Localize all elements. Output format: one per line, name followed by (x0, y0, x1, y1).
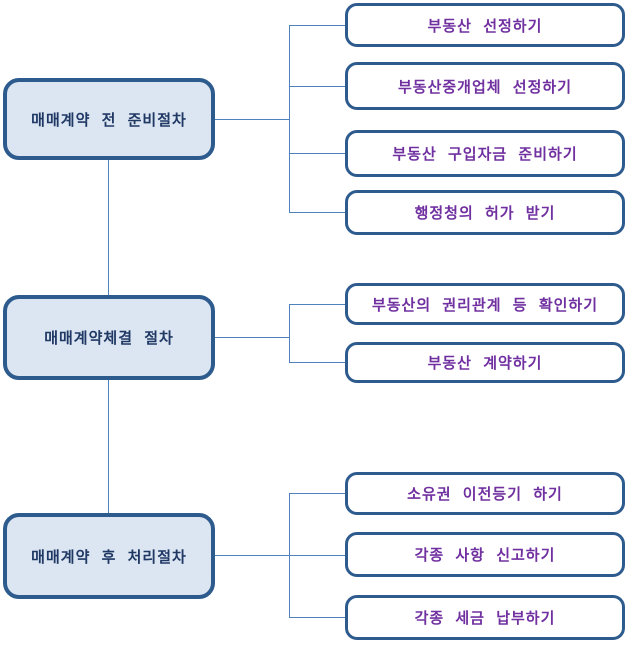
step-box-transfer-registration: 소유권 이전등기 하기 (345, 472, 625, 515)
step-label: 부동산중개업체 선정하기 (397, 77, 573, 96)
step-label: 부동산 선정하기 (427, 16, 543, 35)
connector-group1-spine (289, 25, 290, 213)
connector-group2-branch1 (289, 304, 345, 305)
step-box-select-agency: 부동산중개업체 선정하기 (345, 62, 625, 110)
step-box-report-matters: 각종 사항 신고하기 (345, 532, 625, 577)
connector-stage2-stage3 (108, 380, 109, 513)
step-label: 각종 사항 신고하기 (414, 546, 556, 564)
step-box-pay-taxes: 각종 세금 납부하기 (345, 595, 625, 640)
connector-group1-stub (215, 119, 289, 120)
step-box-get-permission: 행정청의 허가 받기 (345, 190, 625, 235)
connector-group3-branch1 (289, 493, 345, 494)
step-label: 행정청의 허가 받기 (414, 204, 556, 222)
stage-label: 매매계약 후 처리절차 (31, 547, 187, 566)
connector-group1-branch2 (289, 86, 345, 87)
step-box-select-property: 부동산 선정하기 (345, 3, 625, 47)
connector-group1-branch3 (289, 153, 345, 154)
connector-group2-spine (289, 304, 290, 363)
connector-group3-stub-branch2 (215, 555, 345, 556)
connector-group1-branch1 (289, 25, 345, 26)
step-box-make-contract: 부동산 계약하기 (345, 342, 625, 383)
step-label: 부동산 계약하기 (427, 354, 543, 372)
connector-group2-branch2 (289, 362, 345, 363)
connector-group1-branch4 (289, 212, 345, 213)
step-box-prepare-funds: 부동산 구입자금 준비하기 (345, 130, 625, 177)
stage-label: 매매계약 전 준비절차 (31, 110, 187, 129)
connector-group3-branch3 (289, 617, 345, 618)
connector-group2-stub (215, 337, 289, 338)
step-box-check-rights: 부동산의 권리관계 등 확인하기 (345, 283, 625, 325)
stage-box-pre-contract: 매매계약 전 준비절차 (3, 78, 215, 160)
stage-box-contract-conclusion: 매매계약체결 절차 (3, 295, 215, 380)
stage-label: 매매계약체결 절차 (44, 329, 174, 347)
stage-box-post-contract: 매매계약 후 처리절차 (3, 513, 215, 599)
step-label: 각종 세금 납부하기 (414, 609, 556, 627)
step-label: 부동산의 권리관계 등 확인하기 (371, 295, 599, 314)
step-label: 부동산 구입자금 준비하기 (392, 145, 578, 163)
connector-stage1-stage2 (108, 160, 109, 295)
step-label: 소유권 이전등기 하기 (407, 485, 563, 503)
